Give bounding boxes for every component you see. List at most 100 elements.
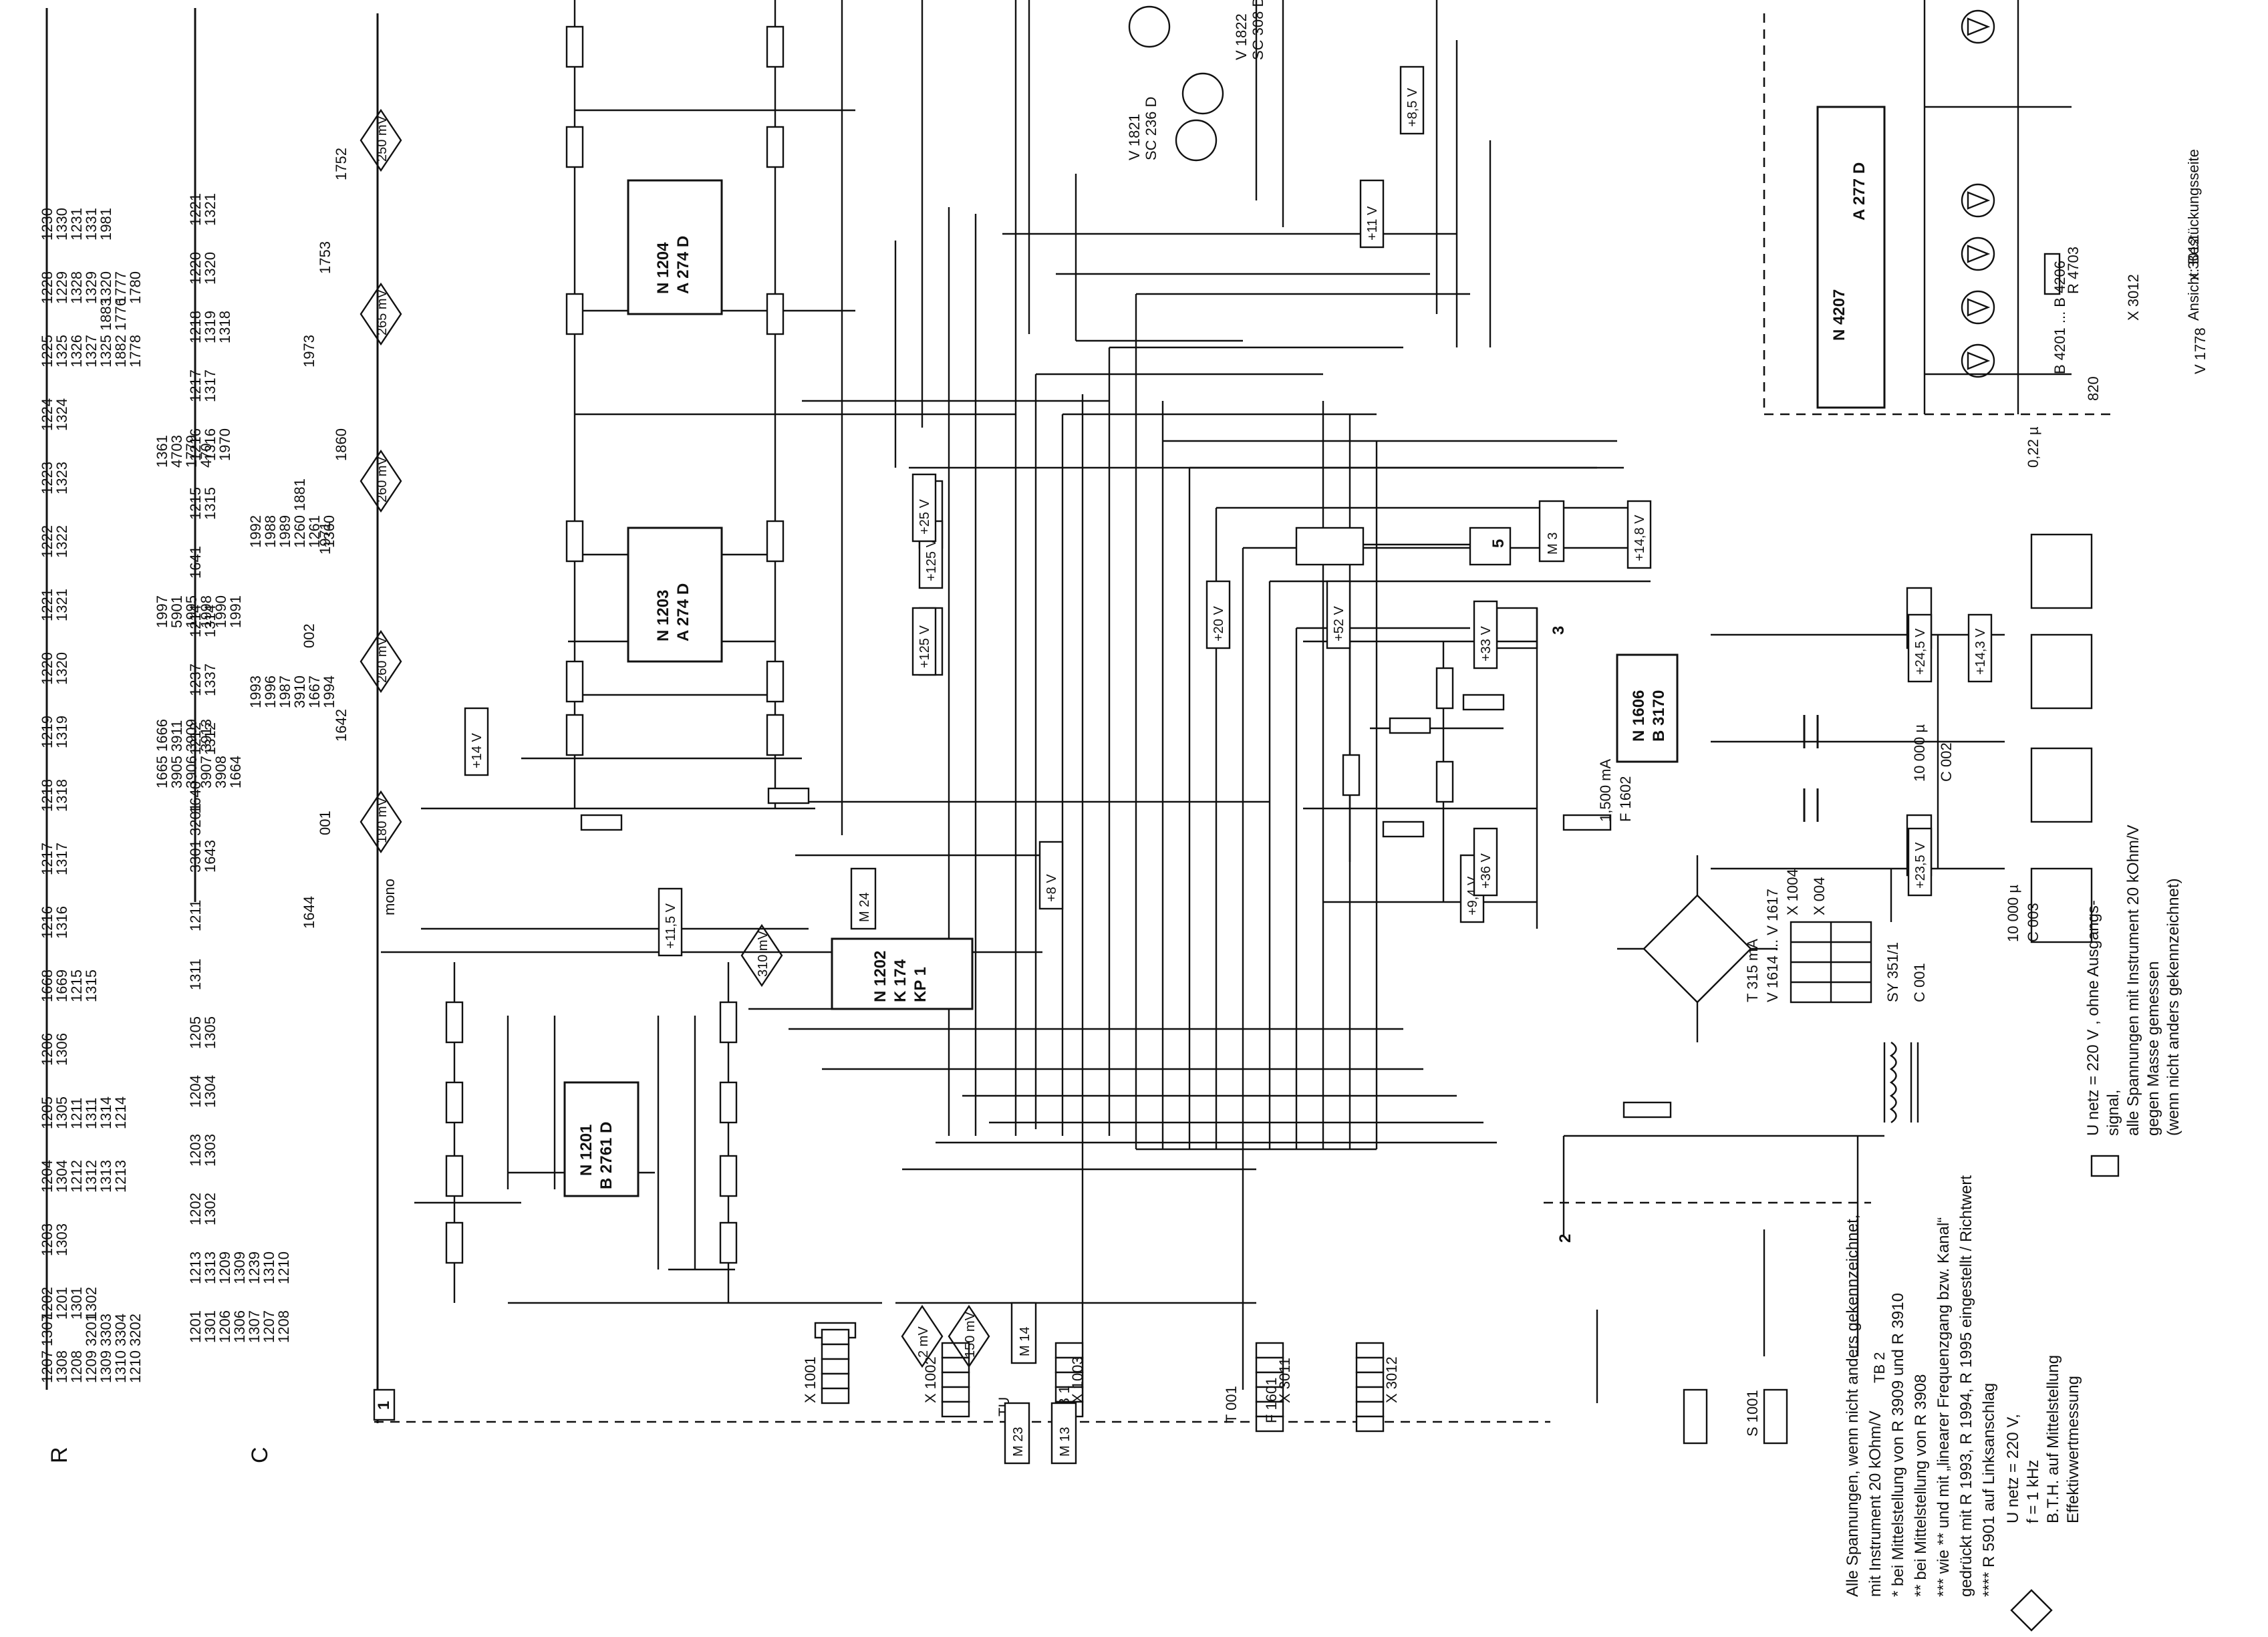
- index-c-entry: 1302: [202, 1193, 219, 1225]
- index-r-entry: 1326: [68, 335, 85, 367]
- index-r-entry: 1320: [53, 652, 70, 685]
- footnote-line: mit Instrument 20 kOhm/V: [1866, 1410, 1884, 1597]
- index-c-entry: 1212: [187, 722, 204, 755]
- index-letter-r: R: [47, 1447, 72, 1463]
- index-c-entry: 1309: [231, 1251, 248, 1284]
- ic-n4207-type: A 277 D: [1850, 162, 1868, 220]
- index-c-extra: 1642: [333, 709, 349, 742]
- transistor-v1822: [1181, 72, 1224, 115]
- index-r-entry: 1217: [39, 843, 55, 875]
- transistor-v1821-type: SC 236 D: [1143, 97, 1159, 160]
- misc-label: Ansicht: Bestückungsseite: [2185, 149, 2202, 321]
- index-r-entry: 1321: [53, 589, 70, 621]
- index-c-entry: 1321: [202, 193, 219, 226]
- ic-n1606-type: B 3170: [1650, 690, 1668, 742]
- index-c-entry: 1213: [187, 1251, 204, 1284]
- measure-point: M 3: [1546, 533, 1560, 555]
- parts-index-C: C: [194, 8, 273, 1463]
- index-r-entry: 1777: [112, 271, 129, 304]
- index-r-entry: 1305: [53, 1096, 70, 1129]
- misc-label: B 4201 ... B 4206: [2051, 261, 2068, 374]
- index-r-entry: 1222: [39, 525, 55, 558]
- connector-pin: [941, 1400, 970, 1418]
- index-r-entry: 1316: [53, 906, 70, 939]
- transistor-v1821: [1175, 119, 1218, 162]
- index-r-extra: 5901: [168, 595, 185, 628]
- index-r-entry: 1325: [53, 335, 70, 367]
- index-r-extra: 1994: [321, 676, 337, 708]
- output-jack: [2030, 867, 2093, 943]
- index-r-extra: 1361: [154, 435, 170, 468]
- index-r-extra: 1360: [321, 515, 337, 548]
- index-c-extra: 001: [317, 810, 333, 835]
- index-r-entry: 1201: [53, 1287, 70, 1320]
- index-r-entry: 1225: [39, 335, 55, 367]
- voltage-tag: +36 V: [1479, 853, 1494, 889]
- power-supply: [1544, 633, 2005, 1445]
- index-r-entry: 1322: [53, 525, 70, 558]
- output-jack: [2030, 533, 2093, 609]
- index-r-entry: 1320: [98, 271, 114, 304]
- index-c-entry: 3301 3201: [187, 803, 204, 873]
- index-r-entry: 1314: [98, 1096, 114, 1129]
- voltage-tag: +11 V: [1365, 206, 1380, 241]
- section-mark: 5: [1490, 539, 1508, 548]
- led-diode-symbol: [1967, 17, 1991, 36]
- index-r-entry: 1324: [53, 398, 70, 431]
- connector-pin: [1054, 1342, 1084, 1359]
- index-r-entry: 1330: [53, 208, 70, 241]
- legend-diamond-line: B.T.H. auf Mittelstellung: [2044, 1355, 2062, 1523]
- voltage-tag-box: [1907, 827, 1933, 897]
- voltage-tag: +24,5 V: [1913, 628, 1928, 675]
- index-r-extra: 1996: [262, 676, 279, 708]
- index-r-entry: 1224: [39, 398, 55, 431]
- voltage-tag: +8,5 V: [1405, 88, 1420, 127]
- index-c-entry: 1218: [187, 311, 204, 343]
- index-r-entry: 1230: [39, 208, 55, 241]
- index-r-extra: 3910: [291, 676, 308, 708]
- voltage-tag: +125 V: [924, 538, 939, 581]
- measure-point-box: [1004, 1402, 1030, 1465]
- index-r-entry: 1206: [39, 1033, 55, 1066]
- index-c-entry: 1314: [202, 605, 219, 637]
- signal-level-tag: 310 mV: [756, 930, 770, 977]
- signal-diamond: [360, 790, 402, 854]
- index-r-entry: 1328: [68, 271, 85, 304]
- led-diode-symbol: [1967, 298, 1991, 317]
- index-c-entry: 1203: [187, 1134, 204, 1167]
- measure-point: M 13: [1058, 1427, 1073, 1457]
- misc-label: V 1778: [2192, 327, 2209, 374]
- connector-pin: [1355, 1371, 1385, 1388]
- index-r-entry: 1310 3304: [112, 1314, 129, 1383]
- index-r-extra: 1998: [198, 595, 215, 628]
- misc-label: T 315 mA: [1744, 939, 1761, 1002]
- index-r-extra: 3905 3911: [168, 720, 185, 788]
- signal-level-tag: 180 mV: [375, 796, 390, 843]
- index-r-entry: 1312: [83, 1160, 100, 1193]
- index-r-entry: 1306: [53, 1033, 70, 1066]
- index-c-entry: 1643: [202, 840, 219, 873]
- footnotes-block: Alle Spannungen, wenn nicht anders geken…: [1490, 539, 2182, 1597]
- misc-label: F 1602: [1617, 776, 1634, 823]
- voltage-tag-box: [911, 607, 937, 676]
- measure-point: M 24: [857, 893, 872, 922]
- footnote-line: ** bei Mittelstellung von R 3908: [1912, 1374, 1930, 1597]
- index-c-entry: 1312: [202, 722, 219, 755]
- index-c-entry: 1318: [217, 311, 233, 343]
- transistor-v1822-type: SC 308 D: [1250, 0, 1266, 60]
- legend-box-line: gegen Masse gemessen: [2144, 961, 2162, 1137]
- footnote-line: * bei Mittelstellung von R 3909 und R 39…: [1889, 1293, 1907, 1597]
- connector-pin: [821, 1387, 850, 1404]
- index-c-extra: 1860: [333, 428, 349, 461]
- index-r-extra: 1987: [277, 676, 293, 708]
- index-r-entry: 1231: [68, 208, 85, 241]
- measure-point: M 14: [1018, 1327, 1032, 1356]
- sheet-frame: 1: [373, 13, 2112, 1423]
- signal-diamond: [901, 1304, 944, 1368]
- ic-n4207: [1816, 106, 1886, 409]
- index-r-extra: 1261: [306, 515, 323, 548]
- legend-box-line: alle Spannungen mit Instrument 20 kOhm/V: [2124, 825, 2142, 1136]
- index-r-entry: 1212: [68, 1160, 85, 1193]
- connector-pin: [1255, 1415, 1284, 1433]
